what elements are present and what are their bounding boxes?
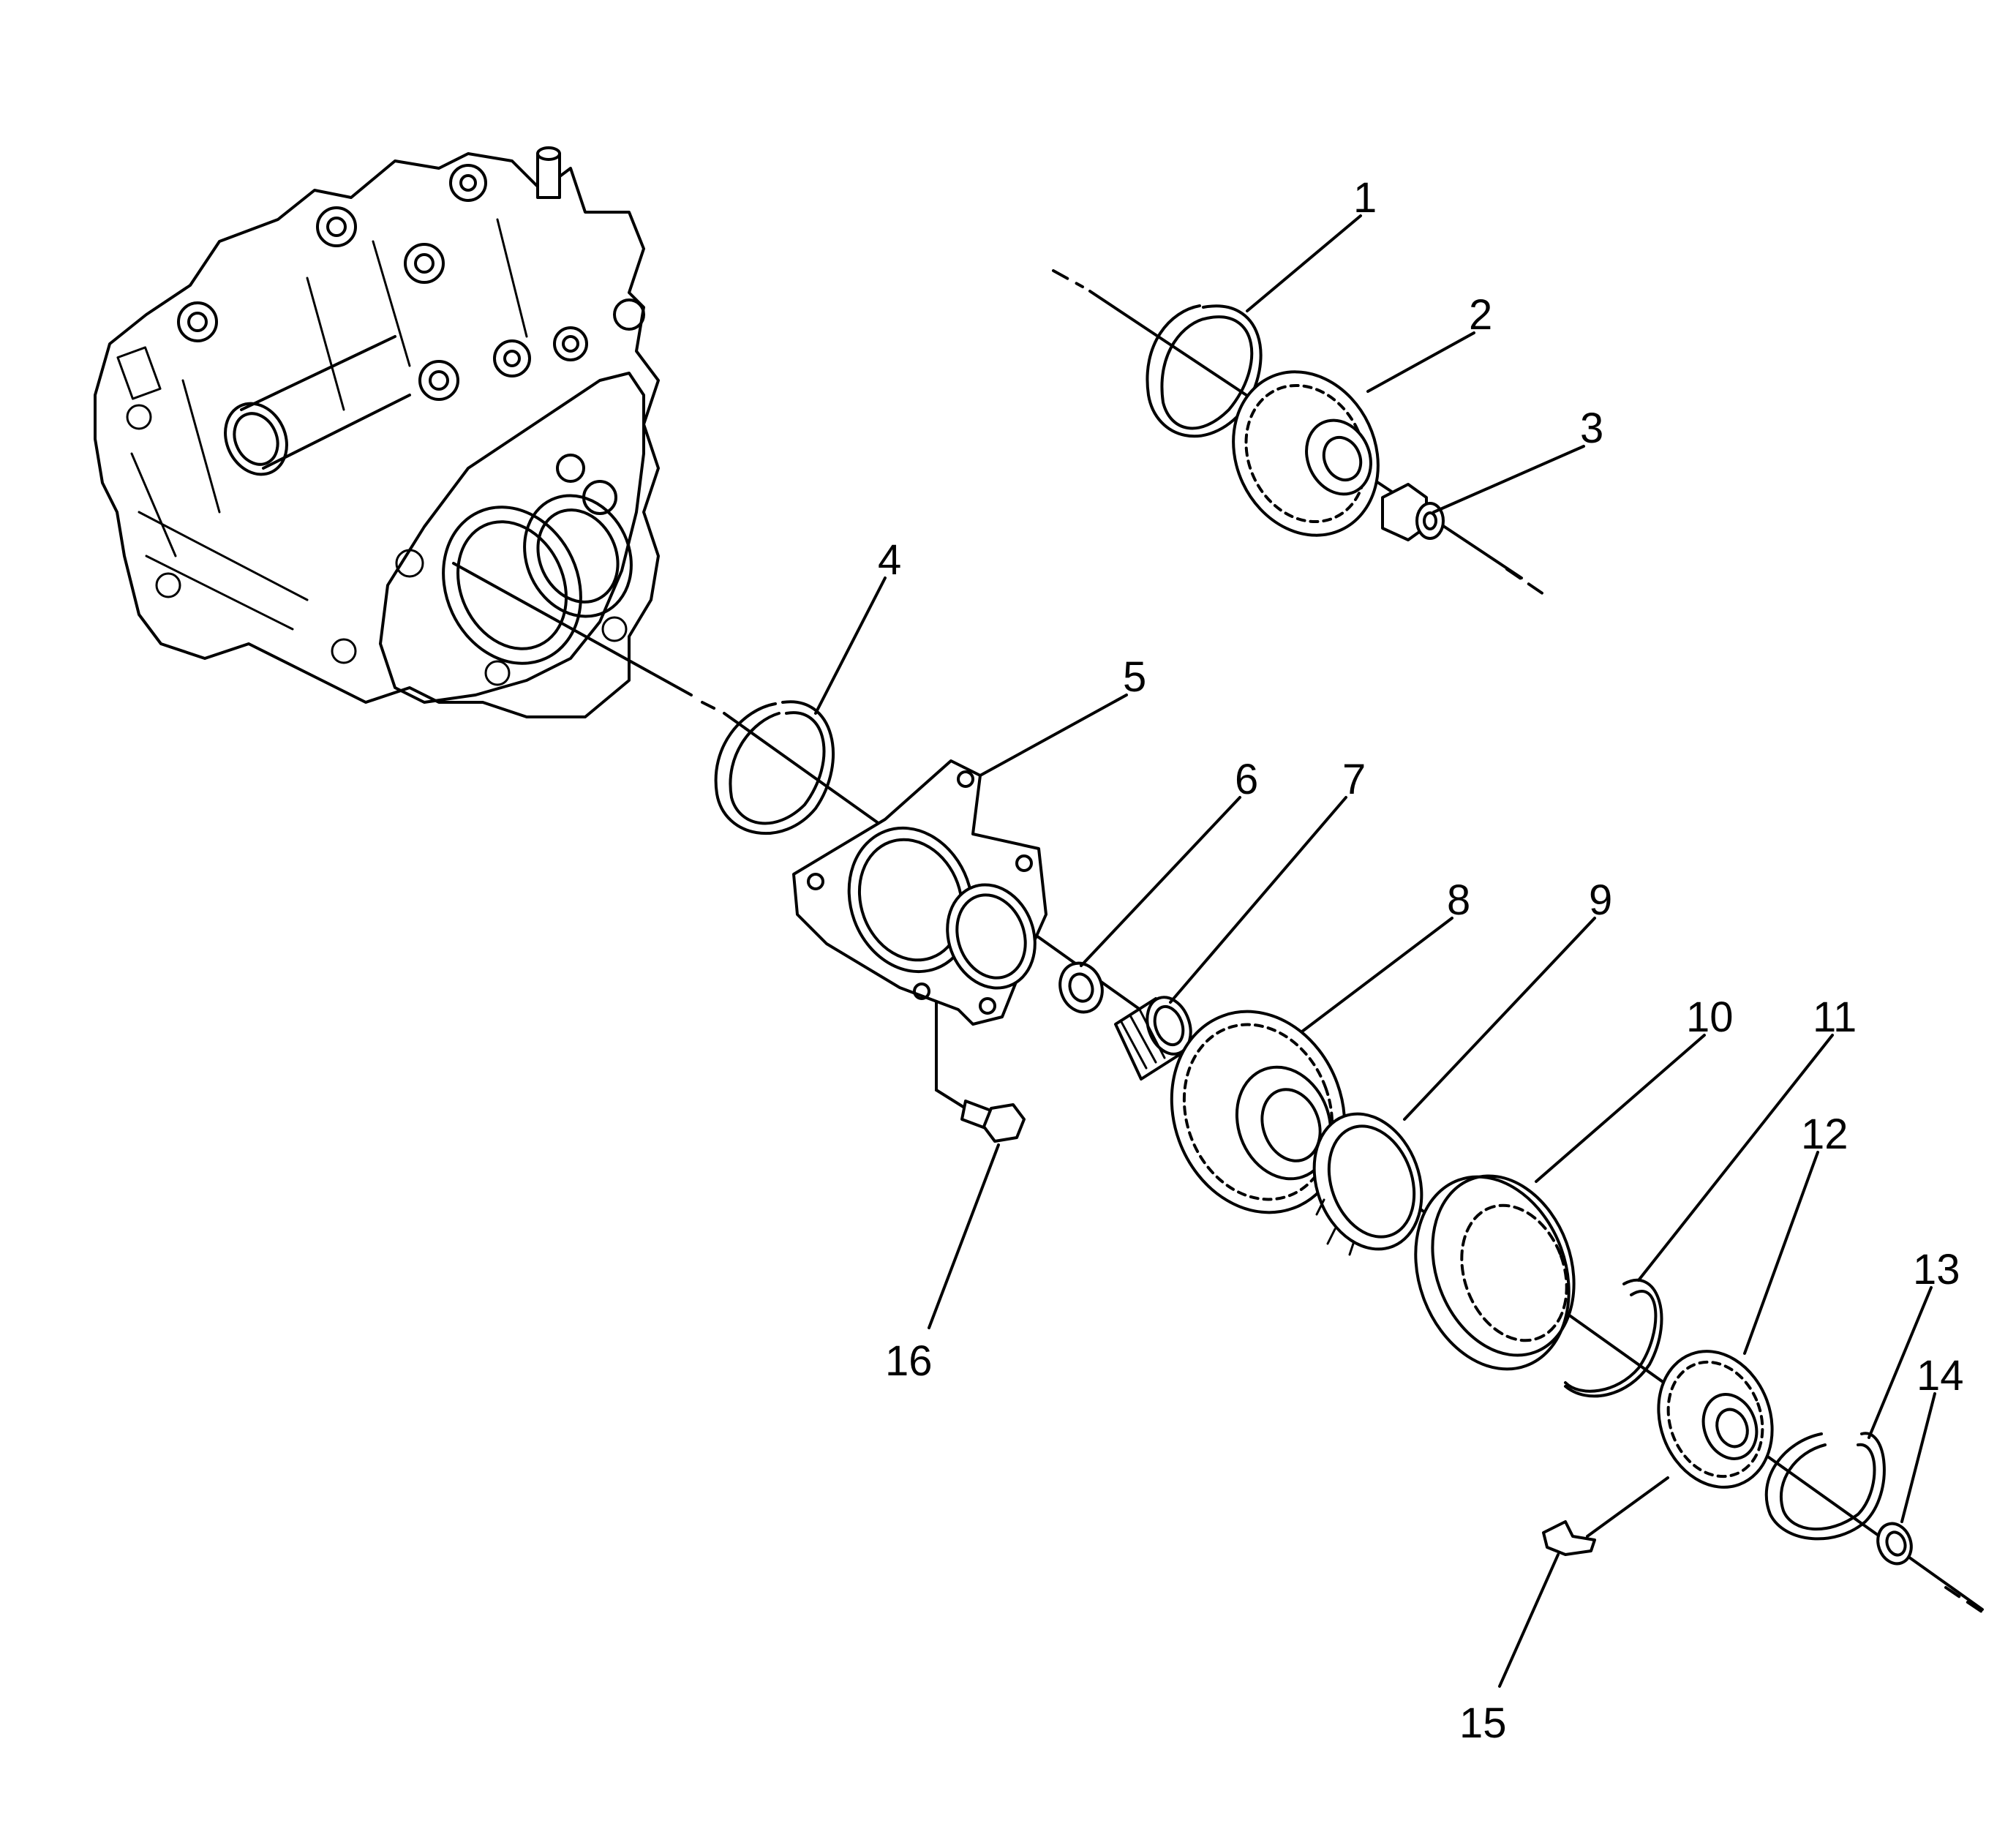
retainer-bolt bbox=[935, 1001, 1026, 1143]
callout-13: 13 bbox=[1913, 1246, 1960, 1293]
callout-5: 5 bbox=[1123, 653, 1146, 701]
callout-14: 14 bbox=[1917, 1352, 1964, 1399]
synchro-spring bbox=[1564, 1278, 1663, 1398]
callout-9: 9 bbox=[1589, 876, 1612, 924]
callout-15: 15 bbox=[1459, 1699, 1507, 1747]
synchro-key bbox=[1542, 1520, 1596, 1556]
transmission-case bbox=[94, 146, 660, 718]
circlip bbox=[1876, 1522, 1913, 1566]
callout-2: 2 bbox=[1469, 291, 1492, 339]
thrust-washer bbox=[1058, 961, 1104, 1014]
synchronizer-sleeve bbox=[1414, 1174, 1576, 1371]
synchronizer-ring bbox=[1312, 1112, 1423, 1256]
callout-6: 6 bbox=[1235, 756, 1258, 803]
leader-lines bbox=[814, 214, 1936, 1688]
synchronizer-hub bbox=[1657, 1350, 1774, 1489]
callout-10: 10 bbox=[1686, 993, 1734, 1041]
main-gear bbox=[1170, 1010, 1347, 1214]
callout-12: 12 bbox=[1801, 1111, 1848, 1158]
retaining-ring bbox=[1764, 1432, 1886, 1541]
callout-7: 7 bbox=[1342, 756, 1366, 803]
callout-4: 4 bbox=[878, 536, 901, 584]
snap-ring-upper bbox=[1146, 304, 1263, 438]
callout-11: 11 bbox=[1813, 993, 1857, 1041]
callout-1: 1 bbox=[1353, 174, 1377, 222]
countershaft-gear bbox=[1232, 370, 1380, 537]
callout-8: 8 bbox=[1447, 876, 1470, 924]
callout-3: 3 bbox=[1580, 405, 1603, 452]
bearing-retainer-plate bbox=[792, 759, 1048, 1026]
snap-ring-lower bbox=[714, 700, 835, 835]
callout-16: 16 bbox=[885, 1337, 933, 1385]
shaft-nut bbox=[1381, 483, 1445, 541]
callout-labels: 1 2 3 4 5 6 7 8 9 10 11 12 13 14 15 16 bbox=[878, 174, 1964, 1747]
